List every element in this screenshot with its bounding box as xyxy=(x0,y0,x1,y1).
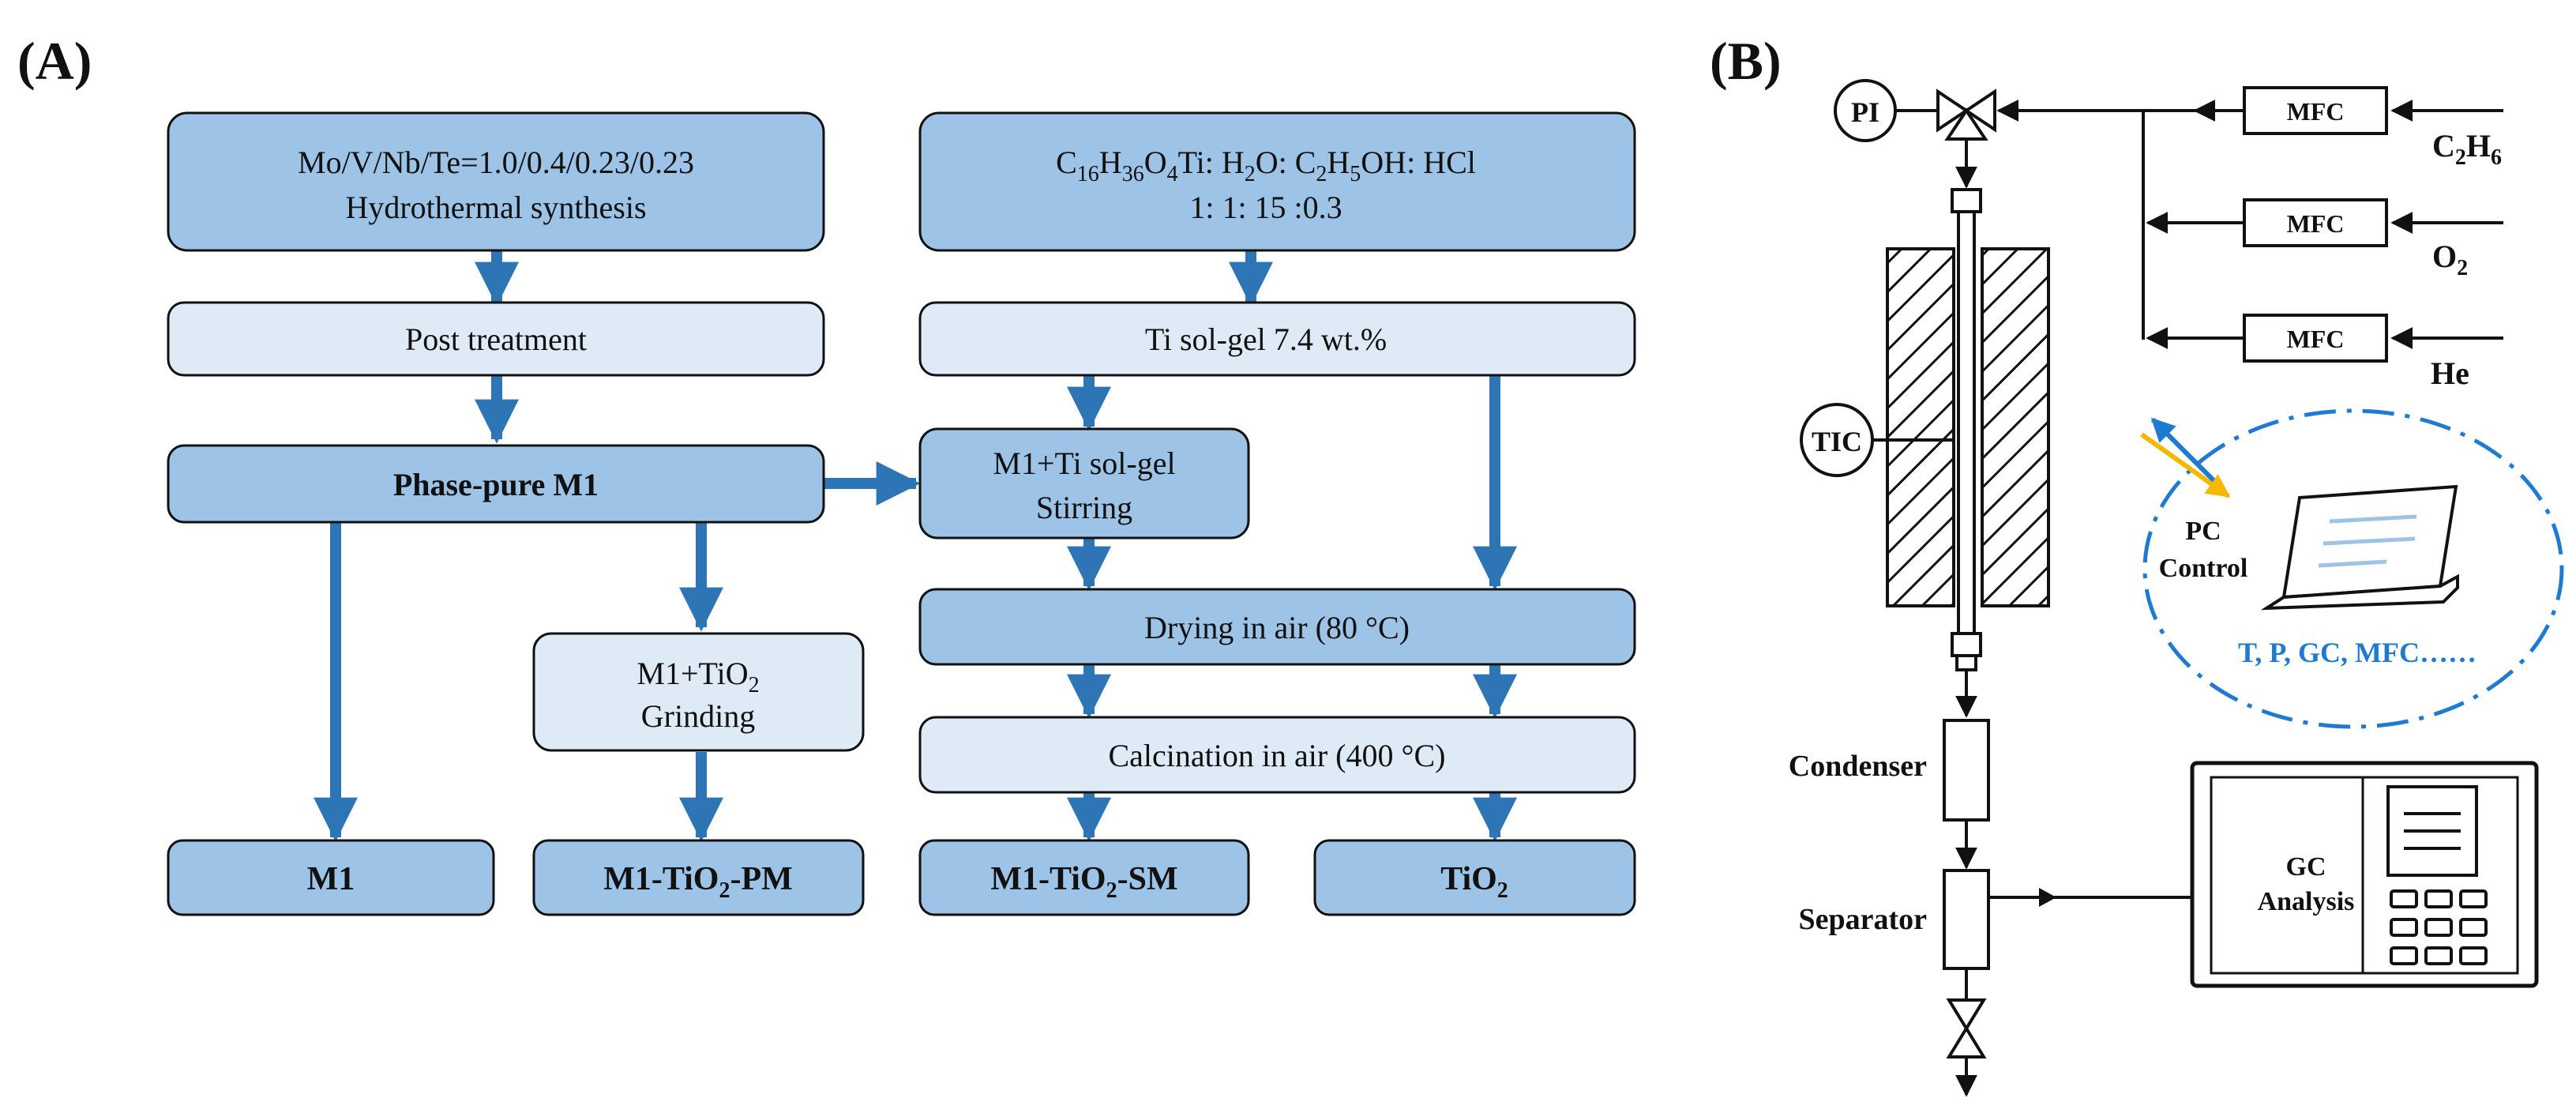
grinding-line2: Grinding xyxy=(641,698,755,734)
box-ti-precursor: C16H36O4Ti: H2O: C2H5OH: HCl 1: 1: 15 :0… xyxy=(918,111,1636,252)
pc-control-region: PC Control T, P, GC, MFC…… xyxy=(2140,408,2564,729)
ti-precursor-ratio: 1: 1: 15 :0.3 xyxy=(1189,190,1342,225)
flow-arrows-a xyxy=(314,251,1517,842)
mfc-box-2: MFC xyxy=(2243,198,2388,247)
ti-precursor-formula: C16H36O4Ti: H2O: C2H5OH: HCl xyxy=(1056,145,1476,186)
precursor-method-text: Hydrothermal synthesis xyxy=(345,190,646,225)
out-m1-text: M1 xyxy=(307,861,355,897)
three-way-valve-icon xyxy=(1936,88,1996,141)
pressure-indicator: PI xyxy=(1834,79,1936,142)
box-out-m1: M1 xyxy=(167,839,495,916)
out-tio2-text: TiO2 xyxy=(1440,861,1508,903)
panel-b-label: (B) xyxy=(1710,31,1782,91)
box-post-treatment: Post treatment xyxy=(167,301,825,377)
panel-a-label: (A) xyxy=(17,31,92,91)
drying-text: Drying in air (80 °C) xyxy=(1144,610,1410,645)
gc-keypad-icon xyxy=(2390,889,2488,965)
panel-a: (A) Mo/V/Nb/Te=1.0/0.4/0.23/0.23 Hydroth… xyxy=(17,31,1636,916)
data-in-arrow xyxy=(2140,432,2231,498)
box-out-sm: M1-TiO2-SM xyxy=(918,839,1250,916)
pc-label: PC xyxy=(2185,517,2221,546)
mfc-label-3: MFC xyxy=(2287,325,2345,353)
gas-feed-lines xyxy=(1996,100,2503,349)
condenser: Condenser xyxy=(1789,719,1990,822)
box-out-tio2: TiO2 xyxy=(1313,839,1636,916)
post-treatment-text: Post treatment xyxy=(405,321,587,357)
box-ti-sol-gel: Ti sol-gel 7.4 wt.% xyxy=(918,301,1636,377)
gc-label: GC xyxy=(2286,852,2326,882)
reactor-tube xyxy=(1951,188,1982,671)
control-vars-text: T, P, GC, MFC…… xyxy=(2238,637,2476,668)
precursor-ratio-text: Mo/V/Nb/Te=1.0/0.4/0.23/0.23 xyxy=(298,145,694,180)
box-calcination: Calcination in air (400 °C) xyxy=(918,716,1636,794)
box-grinding: M1+TiO2 Grinding xyxy=(532,632,865,752)
calcination-text: Calcination in air (400 °C) xyxy=(1108,738,1445,773)
mfc-box-3: MFC xyxy=(2243,314,2388,363)
out-pm-text: M1-TiO2-PM xyxy=(603,861,793,903)
condenser-label: Condenser xyxy=(1789,750,1927,783)
box-phase-pure-m1: Phase-pure M1 xyxy=(167,444,825,524)
separator-label: Separator xyxy=(1798,903,1927,936)
gas-o2-label: O2 xyxy=(2432,239,2468,280)
panel-b: (B) PI MFC xyxy=(1710,31,2564,1097)
tic-label: TIC xyxy=(1812,426,1862,457)
separator: Separator xyxy=(1798,869,2192,970)
stirring-line1: M1+Ti sol-gel xyxy=(993,446,1175,481)
gc-screen-icon xyxy=(2386,785,2478,877)
box-drying: Drying in air (80 °C) xyxy=(918,588,1636,666)
gas-c2h6-label: C2H6 xyxy=(2432,128,2502,170)
phase-pure-text: Phase-pure M1 xyxy=(393,467,599,502)
analysis-label: Analysis xyxy=(2258,887,2355,916)
out-sm-text: M1-TiO2-SM xyxy=(990,861,1177,903)
furnace xyxy=(1886,247,2050,607)
box-stirring: M1+Ti sol-gel Stirring xyxy=(918,427,1250,540)
gas-he-label: He xyxy=(2431,355,2469,391)
temperature-controller: TIC xyxy=(1800,403,1955,477)
outlet-valve-icon xyxy=(1946,998,1987,1058)
mfc-label-2: MFC xyxy=(2287,209,2345,238)
grinding-line1: M1+TiO2 xyxy=(636,656,759,698)
pi-label: PI xyxy=(1851,96,1879,128)
laptop-icon xyxy=(2260,484,2459,611)
ti-sol-gel-text: Ti sol-gel 7.4 wt.% xyxy=(1145,321,1387,357)
box-precursor: Mo/V/Nb/Te=1.0/0.4/0.23/0.23 Hydrotherma… xyxy=(167,111,825,252)
control-label: Control xyxy=(2159,554,2248,583)
box-out-pm: M1-TiO2-PM xyxy=(532,839,865,916)
gc-instrument: GC Analysis xyxy=(2190,761,2539,988)
mfc-box-1: MFC xyxy=(2243,86,2388,135)
stirring-line2: Stirring xyxy=(1036,490,1132,525)
mfc-label-1: MFC xyxy=(2287,97,2345,126)
